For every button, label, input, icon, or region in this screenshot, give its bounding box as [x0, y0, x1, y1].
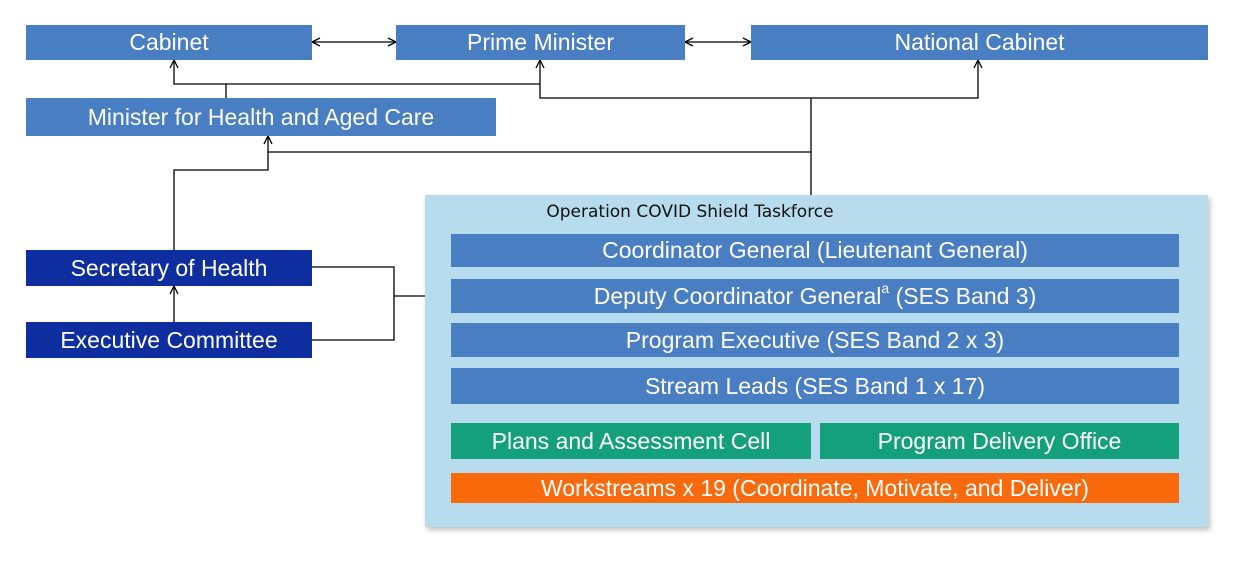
cabinet-label: Cabinet — [129, 29, 209, 55]
stream-leads-label: Stream Leads (SES Band 1 x 17) — [644, 372, 986, 399]
arrow-to-minister — [268, 136, 811, 153]
arrow-tf-to-pm — [539, 84, 811, 99]
plans-assessment-cell-box: Plans and Assessment Cell — [451, 423, 811, 459]
national-cabinet-box: National Cabinet — [751, 25, 1208, 60]
deputy-main-text: Deputy Coordinator General — [593, 282, 882, 309]
stream-leads-box: Stream Leads (SES Band 1 x 17) — [451, 368, 1179, 404]
secretary-box: Secretary of Health — [26, 250, 312, 286]
minister-box: Minister for Health and Aged Care — [26, 98, 496, 136]
prime-minister-label: Prime Minister — [467, 29, 614, 55]
deputy-coordinator-box: Deputy Coordinator Generala (SES Band 3) — [451, 279, 1179, 313]
workstreams-box: Workstreams x 19 (Coordinate, Motivate, … — [451, 473, 1179, 503]
program-executive-label: Program Executive (SES Band 2 x 3) — [625, 326, 1005, 353]
coordinator-general-label: Coordinator General (Lieutenant General) — [602, 237, 1028, 263]
taskforce-title: Operation COVID Shield Taskforce — [546, 202, 834, 222]
secretary-label: Secretary of Health — [70, 254, 268, 281]
secretary-bracket — [312, 266, 395, 341]
deputy-footnote-marker: a — [881, 279, 890, 296]
cabinet-box: Cabinet — [26, 25, 312, 60]
deputy-coordinator-label: Deputy Coordinator Generala (SES Band 3) — [593, 279, 1037, 310]
coordinator-general-box: Coordinator General (Lieutenant General) — [451, 234, 1179, 267]
program-delivery-office-label: Program Delivery Office — [877, 427, 1122, 454]
plans-assessment-cell-label: Plans and Assessment Cell — [491, 427, 771, 454]
program-delivery-office-box: Program Delivery Office — [820, 423, 1179, 459]
arrow-tf-to-national-cabinet — [811, 60, 978, 99]
arrow-to-pm — [226, 60, 540, 85]
executive-committee-label: Executive Committee — [60, 326, 278, 353]
arrow-to-cabinet — [174, 60, 226, 85]
workstreams-label: Workstreams x 19 (Coordinate, Motivate, … — [541, 474, 1089, 501]
program-executive-box: Program Executive (SES Band 2 x 3) — [451, 323, 1179, 357]
deputy-suffix-text: (SES Band 3) — [889, 282, 1037, 309]
executive-committee-box: Executive Committee — [26, 322, 312, 358]
prime-minister-box: Prime Minister — [396, 25, 685, 60]
minister-label: Minister for Health and Aged Care — [87, 103, 435, 130]
national-cabinet-label: National Cabinet — [894, 29, 1065, 55]
secretary-to-minister-line — [173, 152, 269, 250]
